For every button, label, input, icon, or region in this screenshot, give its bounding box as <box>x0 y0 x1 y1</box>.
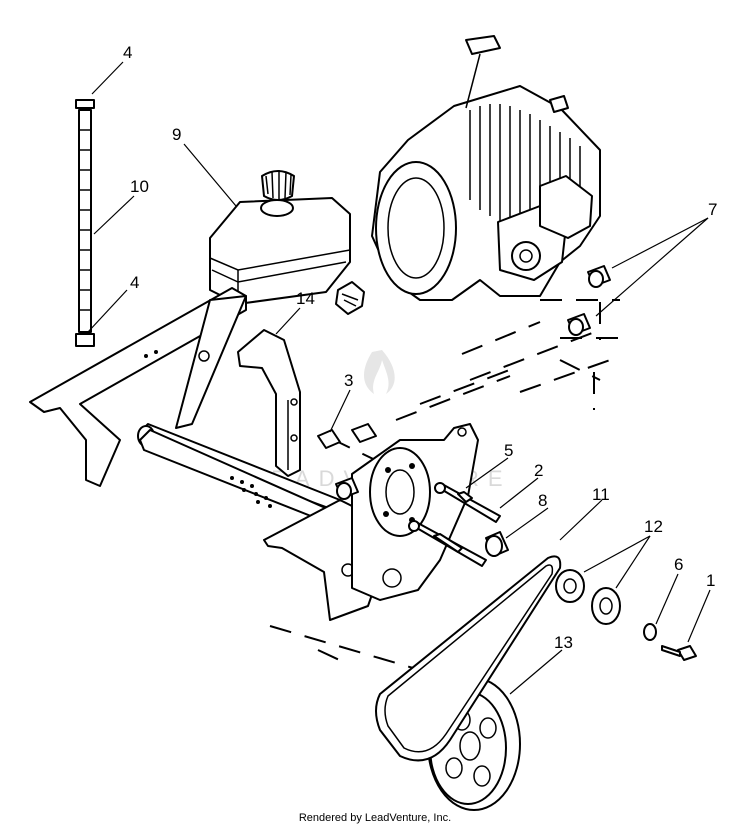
part-11-belt <box>375 555 562 762</box>
frame-spacer <box>335 477 359 500</box>
part-4-cap-bottom <box>75 333 95 347</box>
callout-9: 9 <box>172 125 181 144</box>
part-14-bracket <box>237 329 301 477</box>
callout-14: 14 <box>296 289 315 308</box>
callout-5: 5 <box>504 441 513 460</box>
tank-bracket <box>335 281 365 315</box>
callout-13: 13 <box>554 633 573 652</box>
part-2-bolts <box>408 482 501 567</box>
axle-holes <box>230 476 272 508</box>
air-cleaner <box>539 175 593 239</box>
part-8-spacer <box>485 531 509 557</box>
callout-4-bottom: 4 <box>130 273 139 292</box>
callout-3: 3 <box>344 371 353 390</box>
assembly-guide-lines <box>269 299 620 671</box>
part-10-shaft <box>75 99 95 347</box>
part-9-fuel-tank <box>209 170 351 305</box>
callout-6: 6 <box>674 555 683 574</box>
part-7-spacers <box>567 265 611 336</box>
callout-10: 10 <box>130 177 149 196</box>
callout-2: 2 <box>534 461 543 480</box>
engine <box>371 35 601 301</box>
callout-8: 8 <box>538 491 547 510</box>
frame-assembly <box>29 287 385 621</box>
callout-1: 1 <box>706 571 715 590</box>
starter-handle <box>465 35 501 55</box>
belt-guard-plate <box>351 423 479 601</box>
part-12-pulleys <box>555 569 621 625</box>
part-6-washer <box>643 623 657 641</box>
callout-labels: 4 10 4 9 7 14 3 5 2 8 11 12 6 1 13 <box>123 43 717 652</box>
part-3-nut <box>317 423 377 449</box>
footer-credit: Rendered by LeadVenture, Inc. <box>298 812 452 824</box>
leader-lines <box>87 61 711 695</box>
callout-11: 11 <box>592 485 610 504</box>
callout-4-top: 4 <box>123 43 132 62</box>
part-1-bolt <box>661 645 697 661</box>
part-4-cap-top <box>75 99 95 109</box>
callout-7: 7 <box>708 200 717 219</box>
callout-12: 12 <box>644 517 663 536</box>
